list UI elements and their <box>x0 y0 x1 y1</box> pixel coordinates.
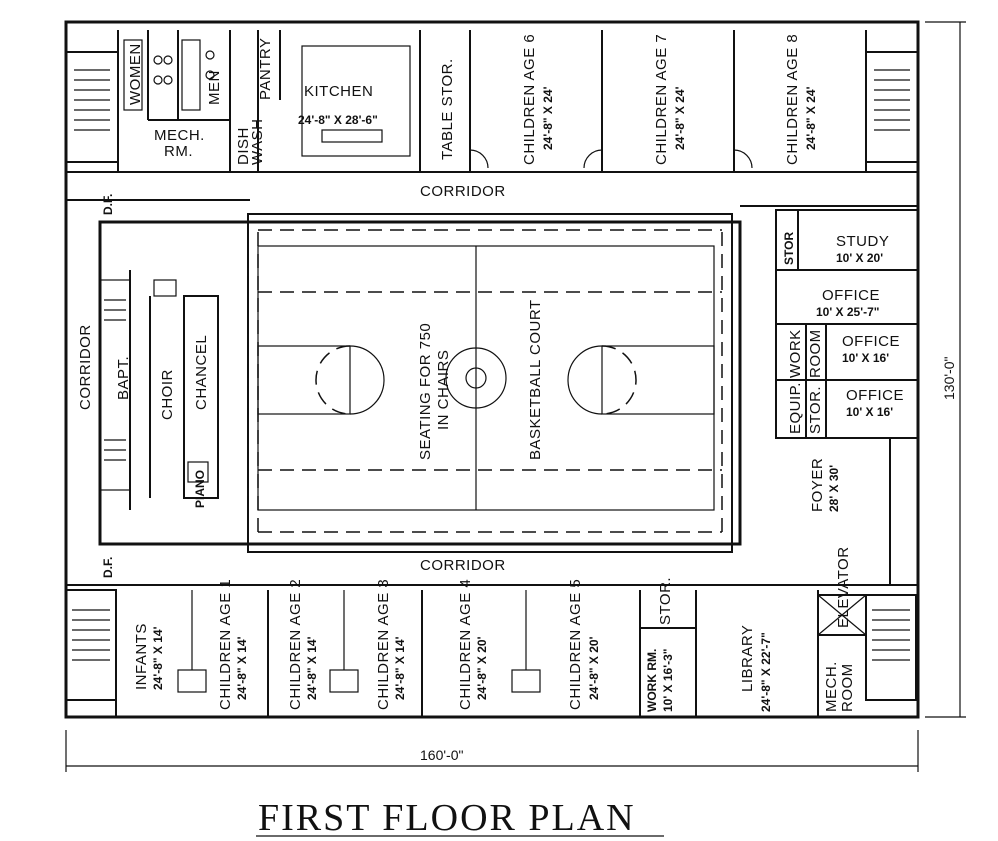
top-rooms <box>66 30 918 173</box>
label-seating-1: SEATING FOR 750 <box>417 323 434 460</box>
label-children-6-size: 24'-8" X 24' <box>541 86 555 150</box>
label-children-8-size: 24'-8" X 24' <box>804 86 818 150</box>
label-stor-right: STOR <box>782 232 796 265</box>
label-kitchen-size: 24'-8" X 28'-6" <box>298 113 378 127</box>
label-children-2-size: 24'-8" X 14' <box>305 636 319 700</box>
label-children-7-size: 24'-8" X 24' <box>673 86 687 150</box>
label-children-3-size: 24'-8" X 14' <box>393 636 407 700</box>
label-office-2-size: 10' X 16' <box>842 351 889 365</box>
label-basketball-court: BASKETBALL COURT <box>527 299 544 460</box>
label-children-4: CHILDREN AGE 4 <box>457 579 474 710</box>
label-mech-rm-2: RM. <box>164 143 193 160</box>
label-stor-equip: STOR. <box>807 386 824 434</box>
label-infants: INFANTS <box>133 623 150 690</box>
label-office-2: OFFICE <box>842 333 900 350</box>
label-elevator: ELEVATOR <box>835 546 852 628</box>
label-men: MEN <box>206 70 223 105</box>
label-stor-bottom: STOR. <box>657 577 674 625</box>
label-seating-2: IN CHAIRS <box>435 350 452 430</box>
label-work: WORK <box>787 329 804 378</box>
label-library-size: 24'-8" X 22'-7" <box>759 632 773 712</box>
label-table-stor: TABLE STOR. <box>439 58 456 160</box>
label-corridor-left: CORRIDOR <box>77 324 94 410</box>
label-office-1: OFFICE <box>822 287 880 304</box>
label-study-size: 10' X 20' <box>836 251 883 265</box>
label-chancel: CHANCEL <box>193 335 210 410</box>
label-work-rm-size: 10' X 16'-3" <box>661 649 675 712</box>
label-mech-room-1: MECH. <box>823 661 840 712</box>
label-children-7: CHILDREN AGE 7 <box>653 34 670 165</box>
label-children-4-size: 24'-8" X 20' <box>475 636 489 700</box>
label-wash: WASH <box>249 119 266 165</box>
label-dish: DISH <box>235 127 252 165</box>
label-height-dimension: 130'-0" <box>941 357 957 400</box>
label-children-5-size: 24'-8" X 20' <box>587 636 601 700</box>
label-foyer: FOYER <box>809 458 826 512</box>
label-children-6: CHILDREN AGE 6 <box>521 34 538 165</box>
label-office-1-size: 10' X 25'-7" <box>816 305 879 319</box>
label-children-8: CHILDREN AGE 8 <box>784 34 801 165</box>
label-mech-rm-1: MECH. <box>154 127 205 144</box>
plan-title: FIRST FLOOR PLAN <box>258 797 636 839</box>
sanctuary-block <box>98 213 742 553</box>
label-children-1-size: 24'-8" X 14' <box>235 636 249 700</box>
label-children-1: CHILDREN AGE 1 <box>217 579 234 710</box>
label-df-top: D.F. <box>101 194 115 215</box>
label-choir: CHOIR <box>159 369 176 420</box>
label-children-5: CHILDREN AGE 5 <box>567 579 584 710</box>
dimension-lines <box>65 21 966 772</box>
corridor-walls <box>65 199 918 586</box>
label-equip: EQUIP. <box>787 382 804 434</box>
label-corridor-top: CORRIDOR <box>420 183 506 200</box>
label-children-3: CHILDREN AGE 3 <box>375 579 392 710</box>
label-study: STUDY <box>836 233 889 250</box>
label-library: LIBRARY <box>739 625 756 692</box>
label-work-rm: WORK RM. <box>645 649 659 712</box>
label-corridor-bottom: CORRIDOR <box>420 557 506 574</box>
label-room: ROOM <box>807 329 824 378</box>
label-office-3-size: 10' X 16' <box>846 405 893 419</box>
label-piano: PIANO <box>193 470 207 508</box>
label-df-bottom: D.F. <box>101 557 115 578</box>
label-bapt: BAPT. <box>115 356 132 400</box>
label-width-dimension: 160'-0" <box>420 747 463 763</box>
label-kitchen: KITCHEN <box>304 83 373 100</box>
label-children-2: CHILDREN AGE 2 <box>287 579 304 710</box>
label-pantry: PANTRY <box>257 38 274 100</box>
label-foyer-size: 28' X 30' <box>827 465 841 512</box>
bottom-rooms <box>72 590 910 717</box>
label-women: WOMEN <box>127 43 144 105</box>
label-infants-size: 24'-8" X 14' <box>151 626 165 690</box>
label-office-3: OFFICE <box>846 387 904 404</box>
label-mech-room-2: ROOM <box>839 663 856 712</box>
